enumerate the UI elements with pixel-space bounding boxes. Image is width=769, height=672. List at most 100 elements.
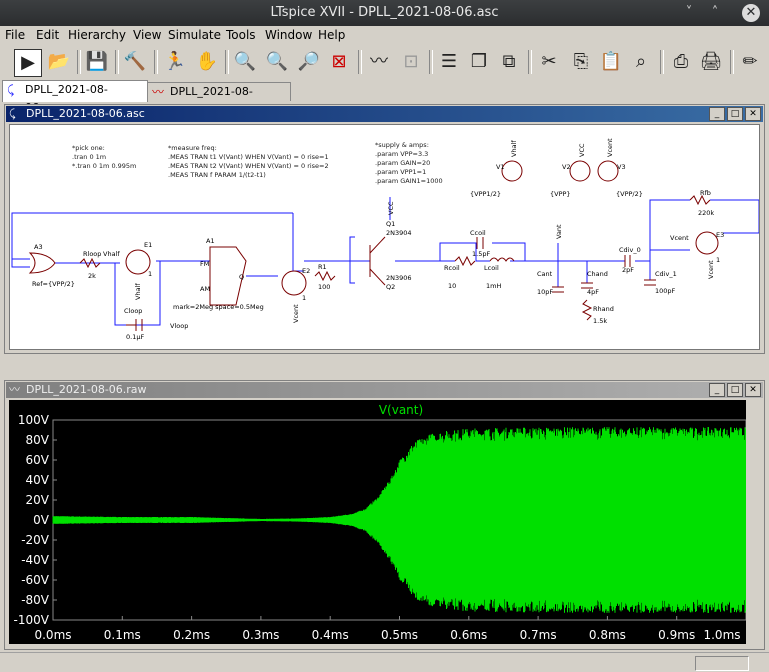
directive-line: .MEAS TRAN f PARAM 1/(t2-t1) — [168, 171, 266, 179]
net-label: Vcent — [292, 304, 300, 323]
component-label: 220k — [698, 209, 714, 217]
net-label: Vant — [555, 224, 563, 239]
directive-line: .param VPP=3.3 — [375, 150, 428, 158]
component-label: V3 — [617, 163, 626, 171]
component-label: mark=2Meg space=0.5Meg — [173, 303, 264, 311]
x-tick-label: 0.7ms — [520, 628, 557, 642]
print-preview-icon[interactable]: ⎙ — [673, 51, 689, 72]
x-tick-label: 0.8ms — [589, 628, 626, 642]
schematic-drawing: *pick one: .tran 0 1m *.tran 0 1m 0.995m… — [11, 138, 760, 341]
component-label: {VPP} — [550, 190, 571, 198]
component-label: 2N3904 — [386, 229, 412, 237]
x-tick-label: 0.1ms — [104, 628, 141, 642]
component-label: Rcoil — [444, 264, 460, 272]
open-folder-icon[interactable]: 📂 — [47, 51, 71, 72]
schematic-canvas[interactable]: *pick one: .tran 0 1m *.tran 0 1m 0.995m… — [9, 124, 760, 350]
toolbar-separator — [730, 50, 734, 74]
window-minimize-button[interactable]: ˅ — [685, 5, 693, 20]
copy-icon[interactable]: ⎘ — [573, 51, 589, 72]
component-label: A1 — [206, 237, 215, 245]
save-icon[interactable]: 💾 — [85, 51, 109, 72]
menu-tools[interactable]: Tools — [226, 28, 256, 42]
document-tabs: ⤹ DPLL_2021-08-06.asc 〰 DPLL_2021-08-06.… — [0, 80, 769, 116]
directive-line: .param GAIN=20 — [375, 159, 430, 167]
menu-file[interactable]: File — [5, 28, 26, 42]
zoom-in-icon[interactable]: 🔍 — [233, 51, 257, 72]
component-label: Q1 — [386, 220, 395, 228]
tile-vertical-icon[interactable]: ⧉ — [502, 51, 516, 72]
waveform-maximize-button[interactable]: □ — [727, 383, 743, 397]
x-tick-label: 0.0ms — [34, 628, 71, 642]
menu-edit[interactable]: Edit — [36, 28, 60, 42]
trace-label[interactable]: V(vant) — [379, 403, 423, 417]
component-label: Ref={VPP/2} — [32, 280, 75, 288]
y-tick-label: -40V — [21, 553, 50, 567]
zoom-fit-icon[interactable]: ⊠ — [331, 51, 347, 72]
component-label: 100 — [318, 283, 330, 291]
schematic-window-titlebar: ⤹ DPLL_2021-08-06.asc _ □ ✕ — [6, 106, 763, 122]
run-icon[interactable]: ▶ — [14, 49, 42, 77]
x-tick-label: 0.6ms — [450, 628, 487, 642]
cut-icon[interactable]: ✂ — [541, 51, 557, 72]
halt-hand-icon[interactable]: ✋ — [195, 51, 219, 72]
control-panel-hammer-icon[interactable]: 🔨 — [123, 51, 147, 72]
toolbar-separator — [660, 50, 664, 74]
directive-line: *supply & amps: — [375, 141, 429, 149]
pan-icon[interactable]: 🔍 — [265, 51, 289, 72]
component-label: AM — [200, 285, 210, 293]
net-label: Vcent — [670, 234, 689, 242]
waveform-icon[interactable]: 〰 — [370, 51, 388, 72]
toolbar-separator — [358, 50, 362, 74]
tile-horizontal-icon[interactable]: ☰ — [440, 51, 458, 72]
menu-hierarchy[interactable]: Hierarchy — [68, 28, 127, 42]
window-close-button[interactable]: ✕ — [742, 4, 760, 22]
toolbar-separator — [115, 50, 119, 74]
toolbar: ▶ 📂 💾 🔨 🏃 ✋ 🔍 🔍 🔎 ⊠ 〰 ⊡ ☰ ❐ ⧉ ✂ ⎘ 📋 ⌕ ⎙ … — [0, 44, 769, 81]
directive-line: *.tran 0 1m 0.995m — [72, 162, 136, 170]
tab-schematic[interactable]: ⤹ DPLL_2021-08-06.asc — [2, 80, 148, 114]
component-label: 2N3906 — [386, 274, 412, 282]
run-man-icon[interactable]: 🏃 — [163, 51, 187, 72]
statusbar — [0, 652, 769, 672]
window-restore-button[interactable]: ˄ — [711, 5, 719, 20]
directive-line: *pick one: — [72, 144, 105, 152]
cascade-icon[interactable]: ❐ — [470, 51, 488, 72]
schematic-minimize-button[interactable]: _ — [709, 107, 725, 121]
component-label: V1 — [496, 163, 505, 171]
component-label: Cdiv_1 — [655, 270, 677, 278]
y-tick-label: 0V — [33, 513, 50, 527]
y-tick-label: 60V — [26, 453, 50, 467]
find-binoculars-icon[interactable]: ⌕ — [635, 51, 647, 72]
zoom-out-icon[interactable]: 🔎 — [297, 51, 321, 72]
waveform-close-button[interactable]: ✕ — [745, 383, 761, 397]
menu-view[interactable]: View — [133, 28, 162, 42]
component-label: 10 — [448, 282, 456, 290]
status-field — [695, 656, 749, 671]
component-label: R1 — [318, 263, 327, 271]
pencil-icon[interactable]: ✏ — [742, 51, 758, 72]
component-label: Cant — [537, 270, 553, 278]
print-icon[interactable]: 🖨 — [699, 51, 723, 72]
component-label: FM — [200, 260, 209, 268]
directive-line: .param VPP1=1 — [375, 168, 426, 176]
component-label: 2k — [88, 272, 96, 280]
paste-icon[interactable]: 📋 — [599, 51, 623, 72]
schematic-close-button[interactable]: ✕ — [745, 107, 761, 121]
net-label: VCC — [578, 143, 586, 157]
trace-vant — [52, 426, 747, 614]
menu-help[interactable]: Help — [318, 28, 346, 42]
menu-simulate[interactable]: Simulate — [168, 28, 222, 42]
net-label: VCC — [387, 201, 395, 215]
toolbar-separator — [154, 50, 158, 74]
component-label: Chand — [587, 270, 608, 278]
menu-window[interactable]: Window — [265, 28, 313, 42]
tab-waveform[interactable]: 〰 DPLL_2021-08-06.raw — [147, 82, 291, 116]
net-label: Vhalf — [103, 250, 120, 258]
autorange-icon[interactable]: ⊡ — [403, 51, 419, 72]
directive-line: .MEAS TRAN t2 V(Vant) WHEN V(Vant) = 0 r… — [168, 162, 329, 170]
schematic-maximize-button[interactable]: □ — [727, 107, 743, 121]
waveform-minimize-button[interactable]: _ — [709, 383, 725, 397]
x-tick-label: 0.3ms — [242, 628, 279, 642]
y-tick-label: -20V — [21, 533, 50, 547]
